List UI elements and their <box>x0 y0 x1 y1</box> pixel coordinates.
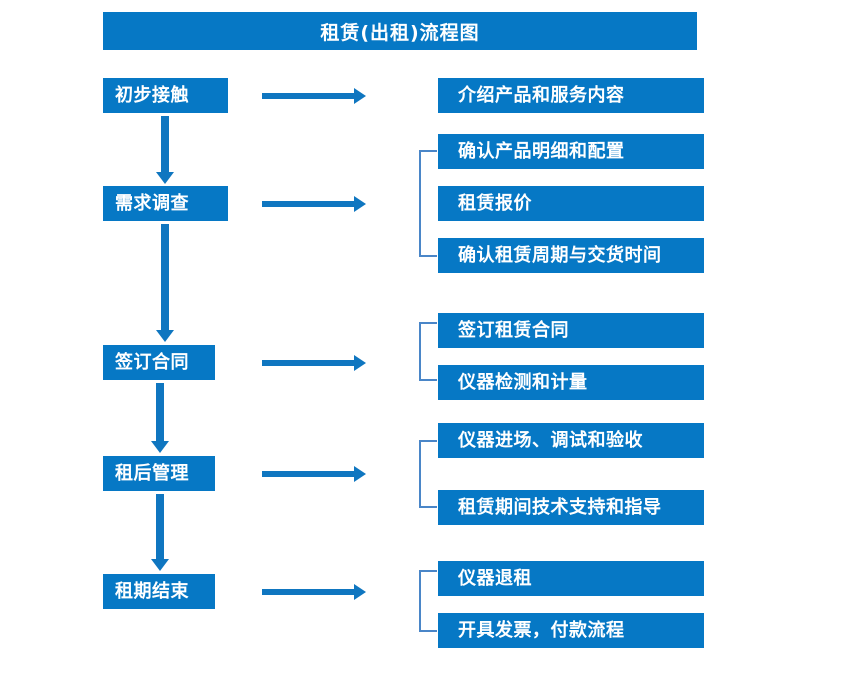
page-title: 租赁(出租)流程图 <box>103 12 697 50</box>
group-bracket-needs-survey <box>419 150 437 257</box>
stage-box-initial-contact[interactable]: 初步接触 <box>103 78 228 113</box>
stage-box-needs-survey[interactable]: 需求调查 <box>103 186 228 221</box>
detail-box-confirm-period[interactable]: 确认租赁周期与交货时间 <box>438 238 704 273</box>
right-arrow-icon-1 <box>262 84 366 108</box>
detail-box-instrument-test[interactable]: 仪器检测和计量 <box>438 365 704 400</box>
stage-box-post-rental-mgmt[interactable]: 租后管理 <box>103 456 215 491</box>
down-arrow-icon-2 <box>153 224 177 342</box>
right-arrow-icon-4 <box>262 462 366 486</box>
down-arrow-icon-1 <box>153 116 177 184</box>
detail-box-confirm-spec[interactable]: 确认产品明细和配置 <box>438 134 704 169</box>
down-arrow-icon-4 <box>148 494 172 571</box>
stage-box-sign-contract[interactable]: 签订合同 <box>103 345 215 380</box>
right-arrow-icon-2 <box>262 192 366 216</box>
detail-box-invoice-payment[interactable]: 开具发票，付款流程 <box>438 613 704 648</box>
stage-box-rental-end[interactable]: 租期结束 <box>103 574 215 609</box>
detail-box-introduce-products[interactable]: 介绍产品和服务内容 <box>438 78 704 113</box>
group-bracket-post-rental-mgmt <box>419 440 437 508</box>
group-bracket-rental-end <box>419 570 437 632</box>
detail-box-rental-quote[interactable]: 租赁报价 <box>438 186 704 221</box>
group-bracket-sign-contract <box>419 322 437 381</box>
down-arrow-icon-3 <box>148 383 172 453</box>
detail-box-sign-rental-contract[interactable]: 签订租赁合同 <box>438 313 704 348</box>
detail-box-instrument-install[interactable]: 仪器进场、调试和验收 <box>438 423 704 458</box>
detail-box-tech-support[interactable]: 租赁期间技术支持和指导 <box>438 490 704 525</box>
right-arrow-icon-5 <box>262 580 366 604</box>
detail-box-instrument-return[interactable]: 仪器退租 <box>438 561 704 596</box>
right-arrow-icon-3 <box>262 351 366 375</box>
